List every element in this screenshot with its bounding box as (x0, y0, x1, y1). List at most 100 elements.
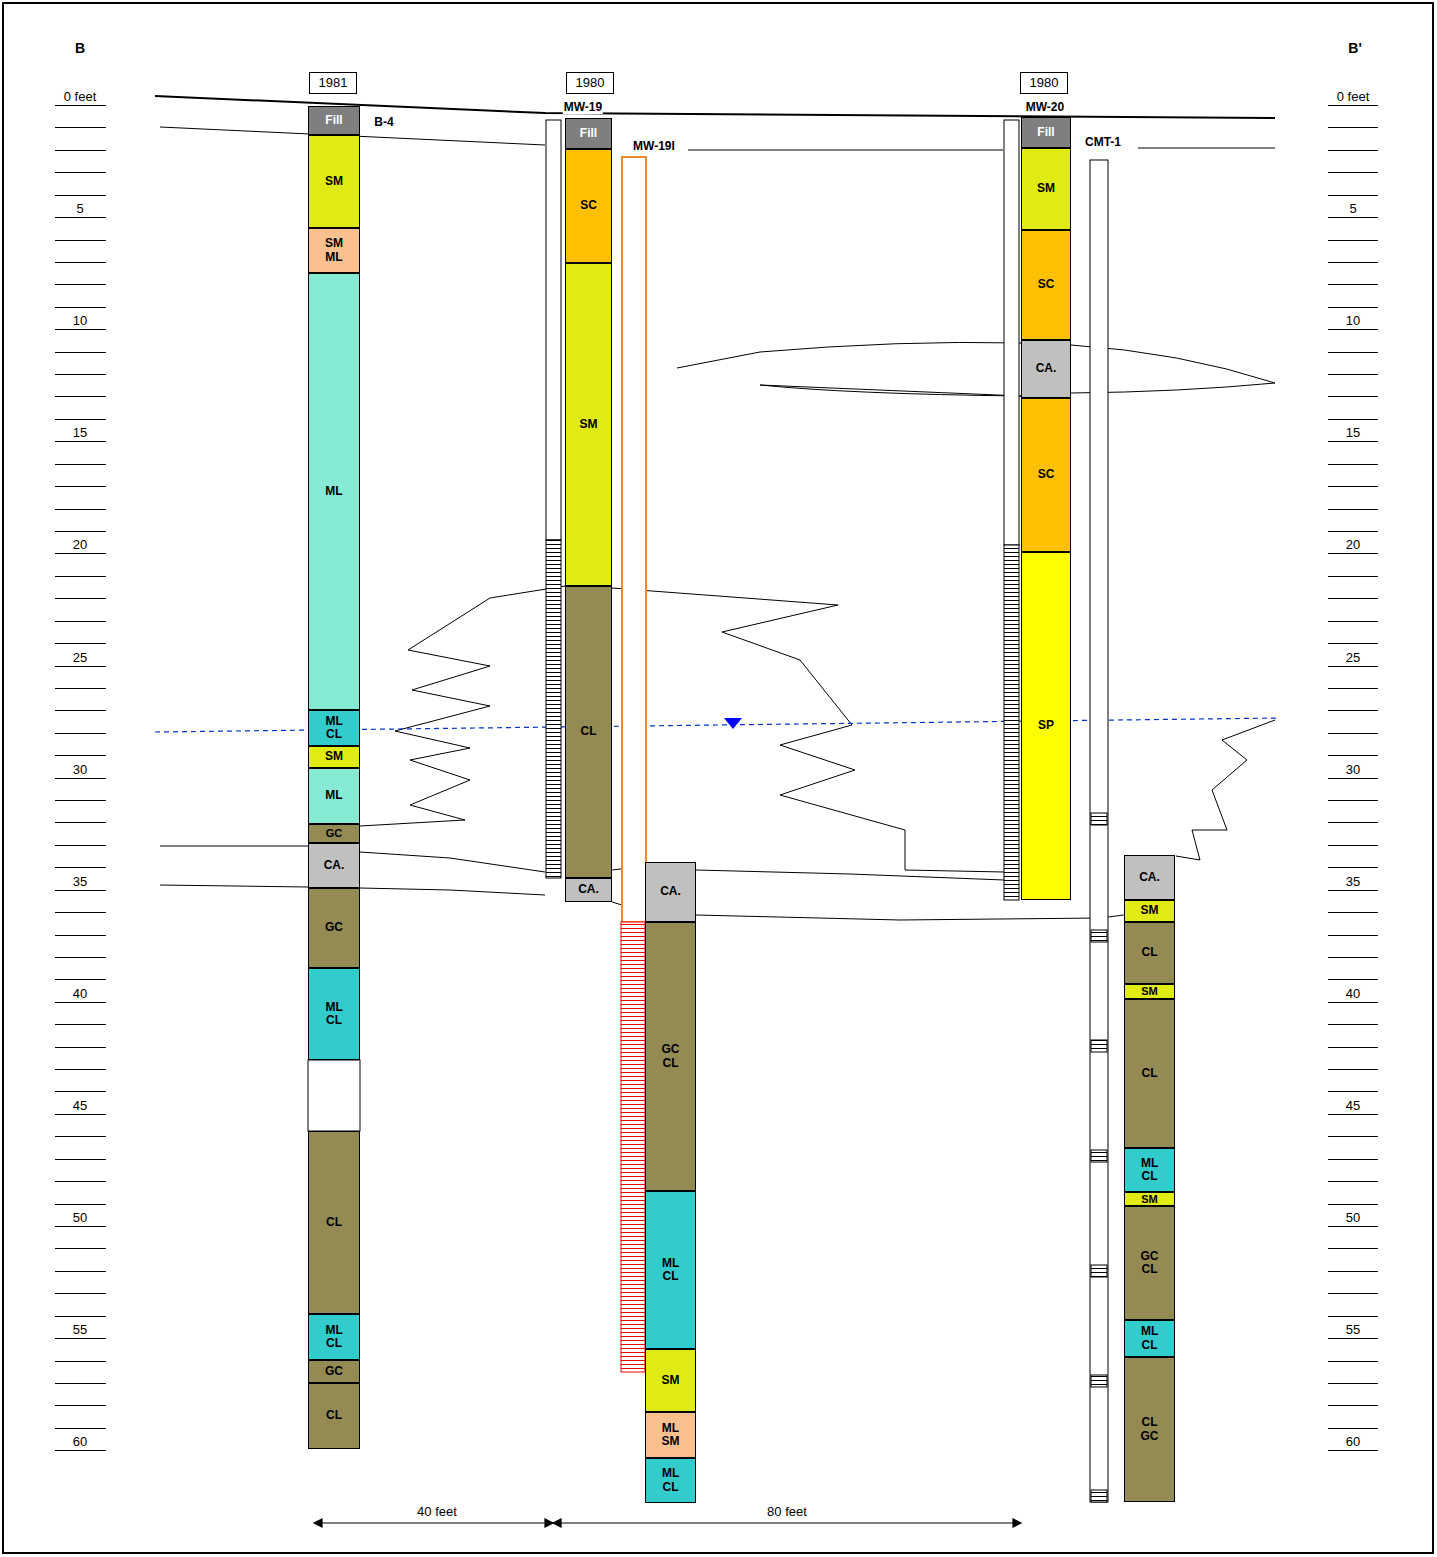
depth-tick (1328, 329, 1378, 330)
depth-ticks (55, 106, 1378, 1451)
soil-layer: ML (308, 273, 360, 710)
soil-code: GC (325, 1365, 343, 1378)
depth-tick (1328, 1428, 1378, 1429)
depth-tick (55, 486, 106, 487)
depth-label: 10 (72, 313, 88, 328)
soil-layer: CA. (645, 862, 696, 922)
depth-label: 15 (72, 425, 88, 440)
soil-layer: ML CL (1124, 1148, 1175, 1192)
year-text: 1981 (319, 76, 348, 90)
well-label: B-4 (373, 115, 394, 129)
depth-label: 40 (72, 985, 88, 1000)
soil-layer: ML (308, 768, 360, 824)
soil-layer: ML CL (308, 710, 360, 746)
depth-tick (1328, 1136, 1378, 1137)
soil-code: CA. (578, 883, 599, 896)
depth-tick (1328, 240, 1378, 241)
soil-code: CL (326, 1409, 342, 1422)
depth-label: 25 (1345, 649, 1361, 664)
depth-tick (55, 710, 106, 711)
soil-layer: SM (1124, 900, 1175, 922)
soil-code: ML CL (1141, 1325, 1158, 1351)
depth-tick (1328, 307, 1378, 308)
distance-arrows (314, 1519, 1021, 1527)
depth-tick (55, 1428, 106, 1429)
soil-layer: GC CL (645, 922, 696, 1191)
depth-tick (1328, 845, 1378, 846)
depth-tick (1328, 374, 1378, 375)
soil-code: SP (1038, 719, 1054, 732)
depth-tick (1328, 1405, 1378, 1406)
soil-code: Fill (325, 114, 342, 127)
depth-tick (1328, 800, 1378, 801)
depth-tick (55, 284, 106, 285)
depth-label: 50 (1345, 1210, 1361, 1225)
depth-tick (55, 352, 106, 353)
year-box: 1980 (566, 72, 614, 94)
soil-layer: ML CL (308, 968, 360, 1060)
soil-code: ML CL (325, 1001, 342, 1027)
depth-tick (55, 307, 106, 308)
soil-layer: CL (565, 586, 612, 878)
soil-layer: Fill (565, 118, 612, 149)
soil-layer: SM ML (308, 228, 360, 273)
soil-code: SM ML (325, 237, 343, 263)
soil-code: CA. (1139, 871, 1160, 884)
depth-tick (55, 172, 106, 173)
depth-tick (55, 1316, 106, 1317)
soil-layer: CL GC (1124, 1357, 1175, 1502)
depth-tick (1328, 1159, 1378, 1160)
depth-tick (55, 733, 106, 734)
depth-label: 35 (1345, 873, 1361, 888)
depth-tick (55, 957, 106, 958)
depth-tick (1328, 464, 1378, 465)
depth-tick (1328, 733, 1378, 734)
depth-tick (55, 127, 106, 128)
depth-tick (55, 1338, 106, 1339)
soil-code: ML CL (1141, 1157, 1158, 1183)
depth-tick (55, 621, 106, 622)
soil-layer: SP (1021, 552, 1071, 900)
soil-code: CL (581, 725, 597, 738)
sampling-port (1091, 1150, 1107, 1162)
depth-tick (55, 1159, 106, 1160)
well-screen (546, 540, 561, 878)
depth-label: 15 (1345, 425, 1361, 440)
depth-tick (55, 1383, 106, 1384)
depth-tick (1328, 867, 1378, 868)
soil-layer: SM (308, 746, 360, 768)
depth-tick (1328, 419, 1378, 420)
depth-tick (55, 1091, 106, 1092)
soil-code: ML CL (662, 1257, 679, 1283)
depth-tick (55, 1204, 106, 1205)
depth-tick (55, 441, 106, 442)
depth-label: 10 (1345, 313, 1361, 328)
depth-label: 50 (72, 1210, 88, 1225)
soil-layer: CL (308, 1131, 360, 1314)
soil-layer: GC CL (1124, 1206, 1175, 1320)
depth-tick (1328, 1271, 1378, 1272)
depth-tick (55, 374, 106, 375)
depth-tick (1328, 688, 1378, 689)
depth-tick (55, 576, 106, 577)
depth-tick (55, 531, 106, 532)
sampling-port (1091, 930, 1107, 942)
depth-tick (1328, 1293, 1378, 1294)
soil-layer: ML CL (645, 1458, 696, 1503)
well-casing (1004, 120, 1019, 545)
soil-layer: ML CL (645, 1191, 696, 1349)
depth-label: 55 (1345, 1322, 1361, 1337)
depth-tick (55, 396, 106, 397)
depth-tick (1328, 105, 1378, 106)
sampling-port (1091, 1375, 1107, 1387)
no-recovery-interval (308, 1060, 360, 1131)
soil-layer: GC (308, 824, 360, 843)
distance-label: 40 feet (416, 1504, 458, 1519)
depth-tick (1328, 576, 1378, 577)
soil-code: CA. (1036, 362, 1057, 375)
depth-label: 5 (1348, 201, 1357, 216)
soil-layer: SC (565, 149, 612, 263)
depth-label: 30 (1345, 761, 1361, 776)
depth-tick (55, 688, 106, 689)
depth-tick (1328, 1181, 1378, 1182)
